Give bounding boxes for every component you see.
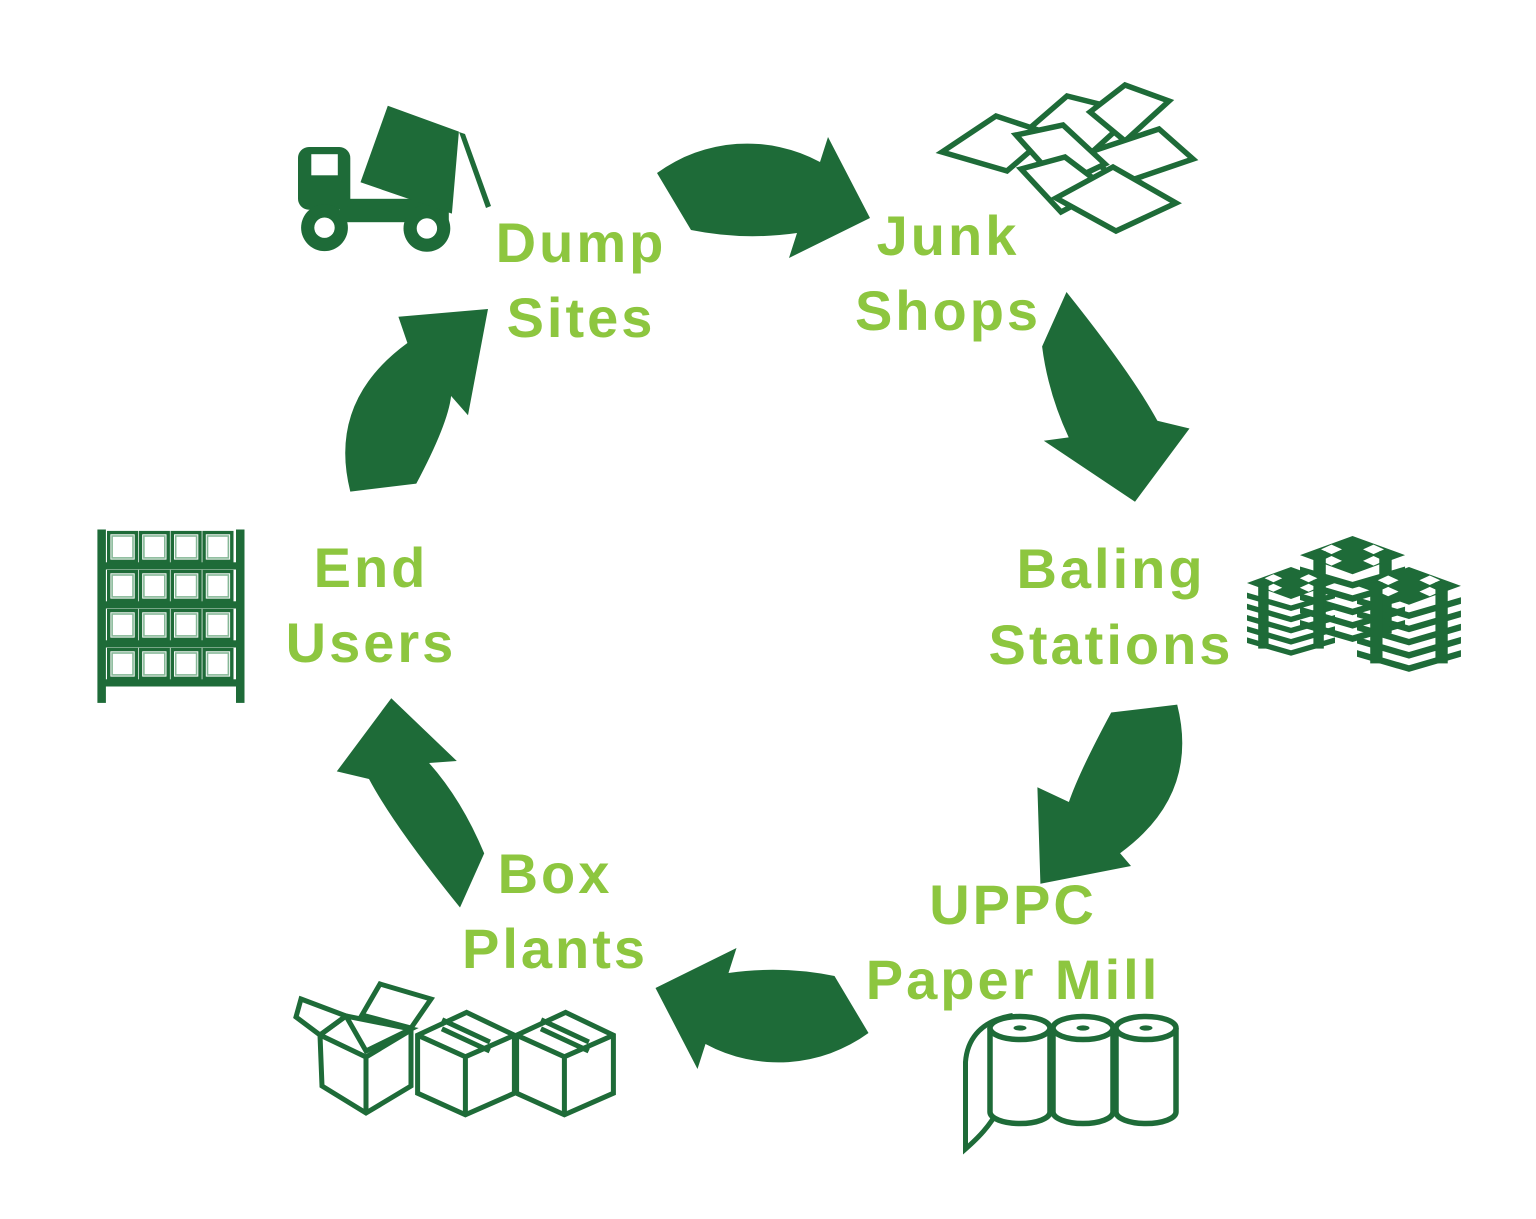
svg-text:UPPC: UPPC: [929, 873, 1097, 936]
svg-text:Sites: Sites: [507, 286, 656, 349]
svg-text:Box: Box: [498, 842, 613, 905]
svg-text:Users: Users: [286, 611, 457, 674]
svg-text:Shops: Shops: [855, 279, 1041, 342]
svg-text:Stations: Stations: [989, 613, 1234, 676]
svg-text:Junk: Junk: [877, 204, 1020, 267]
svg-text:Paper Mill: Paper Mill: [866, 948, 1161, 1011]
svg-text:End: End: [314, 536, 429, 599]
svg-text:Plants: Plants: [462, 917, 648, 980]
svg-text:Baling: Baling: [1016, 537, 1205, 600]
svg-text:Dump: Dump: [496, 211, 667, 274]
